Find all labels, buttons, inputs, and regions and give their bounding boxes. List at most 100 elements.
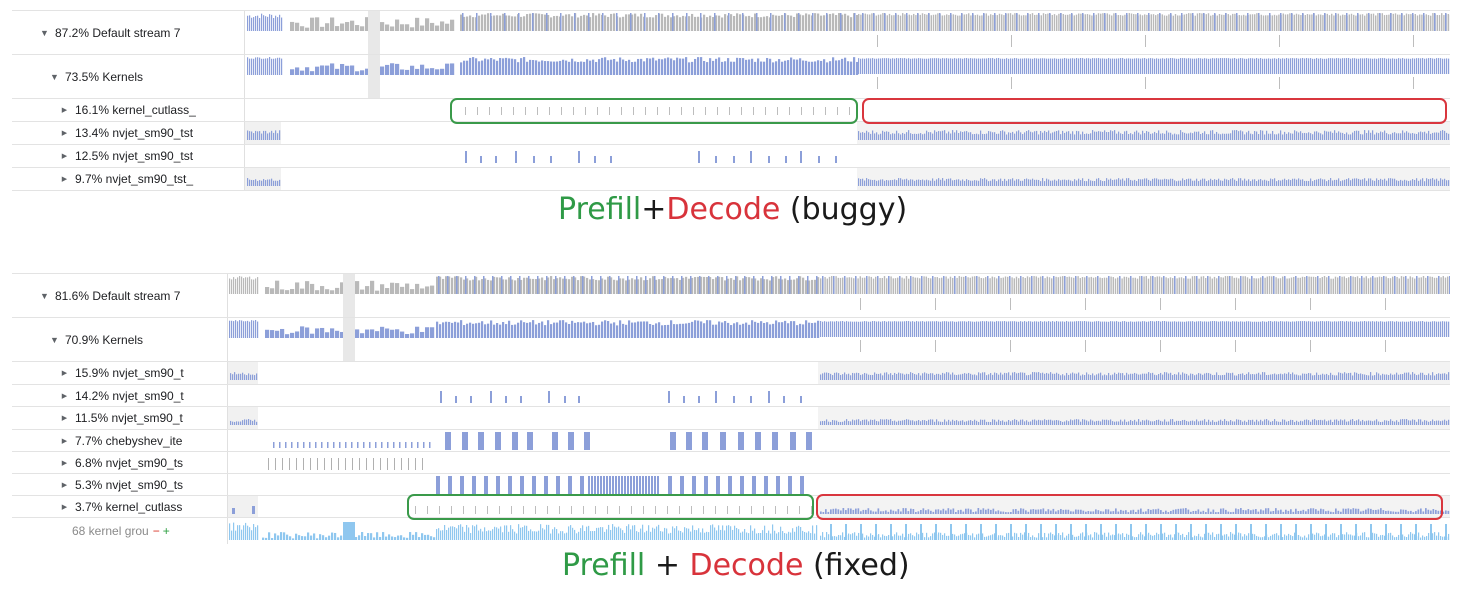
kernel-bar[interactable] <box>1375 15 1377 31</box>
kernel-bar[interactable] <box>319 534 322 540</box>
kernel-bar[interactable] <box>1260 58 1262 74</box>
kernel-bar[interactable] <box>488 530 490 540</box>
kernel-bar[interactable] <box>828 372 830 380</box>
kernel-bar[interactable] <box>765 107 766 115</box>
kernel-bar[interactable] <box>375 331 380 338</box>
kernel-bar[interactable] <box>890 134 892 140</box>
kernel-bar[interactable] <box>1299 277 1301 294</box>
kernel-bar[interactable] <box>632 525 634 540</box>
kernel-bar[interactable] <box>796 59 799 75</box>
kernel-bar[interactable] <box>928 419 930 425</box>
kernel-bar[interactable] <box>1390 321 1392 337</box>
kernel-bar[interactable] <box>1280 58 1282 74</box>
kernel-bar[interactable] <box>1425 277 1427 294</box>
kernel-bar[interactable] <box>850 534 852 540</box>
kernel-bar[interactable] <box>1342 508 1345 514</box>
kernel-bar[interactable] <box>538 61 541 75</box>
kernel-bar[interactable] <box>1390 511 1392 514</box>
kernel-bar[interactable] <box>429 442 431 448</box>
timeline-row[interactable]: ▶3.7% kernel_cutlass <box>12 496 1450 518</box>
kernel-bar[interactable] <box>476 13 478 31</box>
kernel-bar[interactable] <box>423 442 425 448</box>
kernel-bar[interactable] <box>515 151 517 163</box>
kernel-bar[interactable] <box>1244 276 1246 294</box>
kernel-bar[interactable] <box>1123 276 1125 294</box>
kernel-bar[interactable] <box>822 373 824 380</box>
kernel-bar[interactable] <box>766 532 768 540</box>
track-canvas[interactable] <box>245 168 1450 190</box>
kernel-bar[interactable] <box>745 16 748 31</box>
kernel-bar[interactable] <box>960 58 962 74</box>
kernel-bar[interactable] <box>1186 534 1188 540</box>
kernel-bar[interactable] <box>835 276 837 294</box>
kernel-bar[interactable] <box>535 13 538 31</box>
kernel-bar[interactable] <box>772 277 775 294</box>
kernel-bar[interactable] <box>912 535 914 540</box>
timeline-row[interactable]: ▼70.9% Kernels <box>12 318 1450 362</box>
kernel-bar[interactable] <box>1282 537 1284 540</box>
kernel-bar[interactable] <box>289 458 290 470</box>
kernel-bar[interactable] <box>1074 134 1076 140</box>
kernel-bar[interactable] <box>768 391 770 403</box>
kernel-bar[interactable] <box>1366 420 1368 425</box>
kernel-bar[interactable] <box>996 181 998 186</box>
kernel-bar[interactable] <box>771 276 773 294</box>
kernel-bar[interactable] <box>1016 533 1018 540</box>
kernel-bar[interactable] <box>385 24 390 31</box>
kernel-bar[interactable] <box>1166 179 1168 186</box>
kernel-bar[interactable] <box>1374 58 1376 74</box>
kernel-bar[interactable] <box>828 534 830 540</box>
kernel-bar[interactable] <box>1424 420 1426 425</box>
kernel-bar[interactable] <box>898 321 900 337</box>
kernel-bar[interactable] <box>874 321 876 337</box>
kernel-bar[interactable] <box>658 58 661 75</box>
kernel-bar[interactable] <box>980 277 982 294</box>
kernel-bar[interactable] <box>1138 58 1140 74</box>
kernel-bar[interactable] <box>922 373 924 380</box>
kernel-bar[interactable] <box>381 442 383 448</box>
kernel-bar[interactable] <box>941 15 943 31</box>
kernel-bar[interactable] <box>817 60 820 75</box>
kernel-bar[interactable] <box>1300 15 1302 31</box>
kernel-bar[interactable] <box>520 476 524 494</box>
kernel-bar[interactable] <box>1292 321 1294 337</box>
kernel-bar[interactable] <box>1124 375 1126 380</box>
kernel-bar[interactable] <box>862 509 865 514</box>
kernel-bar[interactable] <box>472 279 475 294</box>
kernel-bar[interactable] <box>838 321 840 337</box>
kernel-bar[interactable] <box>313 533 316 540</box>
kernel-bar[interactable] <box>998 13 1001 31</box>
kernel-bar[interactable] <box>589 60 592 75</box>
kernel-bar[interactable] <box>492 529 494 540</box>
kernel-bar[interactable] <box>1152 421 1154 425</box>
kernel-bar[interactable] <box>1204 373 1206 380</box>
kernel-bar[interactable] <box>504 525 506 540</box>
kernel-bar[interactable] <box>1288 533 1290 540</box>
kernel-bar[interactable] <box>730 278 733 294</box>
kernel-bar[interactable] <box>1096 420 1098 425</box>
kernel-bar[interactable] <box>1150 276 1152 294</box>
kernel-bar[interactable] <box>315 328 320 338</box>
kernel-bar[interactable] <box>1418 374 1420 380</box>
kernel-bar[interactable] <box>1116 58 1118 74</box>
kernel-bar[interactable] <box>696 530 698 540</box>
kernel-bar[interactable] <box>526 525 528 540</box>
kernel-bar[interactable] <box>992 534 994 540</box>
kernel-bar[interactable] <box>470 533 472 540</box>
kernel-bar[interactable] <box>1324 419 1326 425</box>
kernel-bar[interactable] <box>1106 178 1108 186</box>
kernel-bar[interactable] <box>796 325 799 338</box>
kernel-bar[interactable] <box>884 131 886 140</box>
kernel-bar[interactable] <box>1218 58 1220 74</box>
kernel-bar[interactable] <box>1176 420 1178 425</box>
kernel-bar[interactable] <box>787 15 790 31</box>
kernel-bar[interactable] <box>1394 374 1396 380</box>
kernel-bar[interactable] <box>1110 511 1112 514</box>
kernel-bar[interactable] <box>1305 511 1307 514</box>
kernel-bar[interactable] <box>1420 508 1422 514</box>
kernel-bar[interactable] <box>609 276 611 294</box>
launch-tick[interactable] <box>1279 35 1280 47</box>
kernel-bar[interactable] <box>920 180 922 186</box>
kernel-bar[interactable] <box>1136 130 1138 140</box>
kernel-bar[interactable] <box>634 279 637 294</box>
